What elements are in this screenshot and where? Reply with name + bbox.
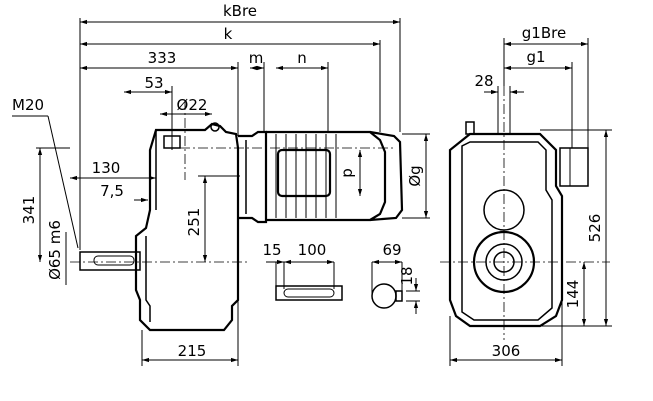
end-lifting-eye [465, 121, 475, 135]
dim-333: 333 [148, 49, 177, 67]
dim-p: p [338, 168, 356, 178]
dim-7_5: 7,5 [100, 182, 124, 200]
dim-53: 53 [144, 74, 163, 92]
side-view: kBre k 333 m n 53 Ø22 M20 130 7,5 [12, 2, 430, 366]
dim-k: k [224, 25, 233, 43]
key-side [275, 285, 343, 301]
motor-stub [559, 147, 589, 187]
dim-n: n [297, 49, 307, 67]
dim-18: 18 [398, 266, 416, 285]
dim-526: 526 [586, 214, 604, 243]
end-view: g1Bre g1 28 526 144 306 [440, 24, 612, 366]
lifting-eye [210, 122, 220, 132]
dim-15: 15 [262, 241, 281, 259]
dim-d22: Ø22 [177, 96, 208, 114]
dim-g1Bre: g1Bre [522, 24, 566, 42]
dim-M20: M20 [12, 96, 44, 114]
key-end [395, 290, 403, 302]
output-shaft [79, 251, 141, 271]
dim-251: 251 [185, 208, 203, 237]
dim-d65m6: Ø65 m6 [46, 220, 64, 280]
dim-341: 341 [20, 196, 38, 225]
terminal-box [276, 148, 332, 198]
dim-100: 100 [298, 241, 327, 259]
dim-69: 69 [382, 241, 401, 259]
dim-g1: g1 [526, 48, 545, 66]
gearbox-housing [134, 122, 240, 332]
motor-fins [275, 134, 337, 218]
dim-m: m [249, 49, 264, 67]
dim-306: 306 [492, 342, 521, 360]
dim-215: 215 [178, 342, 207, 360]
dim-144: 144 [564, 280, 582, 309]
end-housing [448, 132, 564, 328]
fan-cover [369, 130, 404, 222]
dim-28: 28 [474, 72, 493, 90]
dim-g: Øg [406, 165, 424, 186]
key-detail: 15 100 69 18 [262, 241, 420, 314]
motor-flange [238, 130, 268, 224]
dim-130: 130 [92, 159, 121, 177]
key-shaft-end [371, 283, 397, 309]
dim-kBre: kBre [223, 2, 257, 20]
